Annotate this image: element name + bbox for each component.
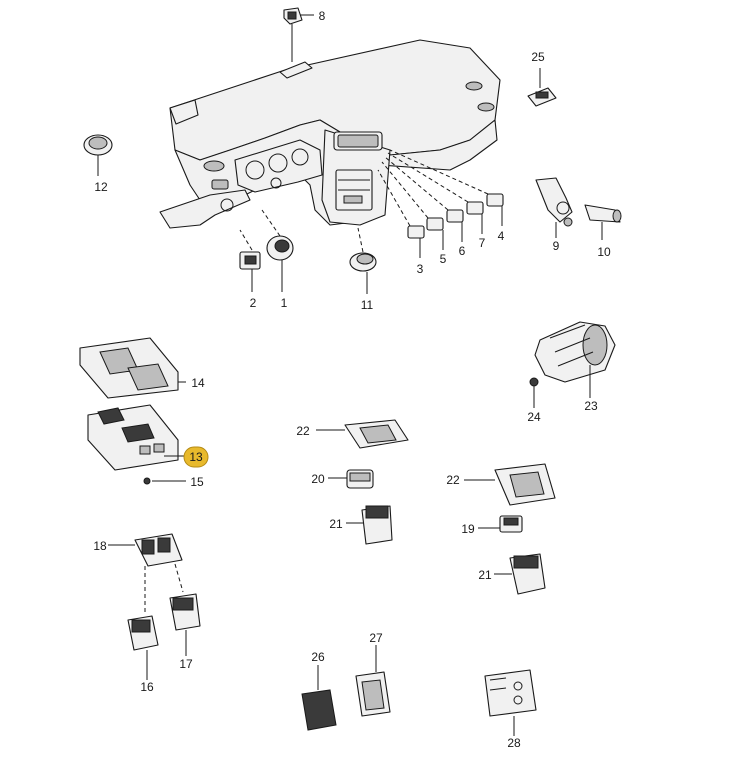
callout-21-center[interactable]: 21 [329, 517, 343, 531]
callout-25[interactable]: 25 [531, 50, 545, 64]
callout-5[interactable]: 5 [440, 252, 447, 266]
part-14-panel [79, 337, 179, 399]
part-10-lighter [584, 204, 622, 223]
callout-12[interactable]: 12 [94, 180, 108, 194]
callout-2[interactable]: 2 [250, 296, 257, 310]
callout-13-highlight[interactable]: 13 [183, 446, 209, 468]
callout-24[interactable]: 24 [527, 410, 541, 424]
callout-11[interactable]: 11 [361, 298, 374, 312]
part-12-knob [83, 134, 113, 156]
callout-22-right[interactable]: 22 [446, 473, 460, 487]
part-21-switch-right [509, 553, 546, 595]
part-9-ignition [535, 177, 573, 227]
callout-27[interactable]: 27 [369, 631, 383, 645]
part-2-switch [239, 251, 261, 270]
callout-15[interactable]: 15 [190, 475, 204, 489]
leader-lines [97, 14, 603, 736]
part-8-switch [283, 7, 303, 25]
dash-switches-3-7 [407, 193, 504, 239]
part-19-button [499, 515, 523, 533]
part-16-switch [127, 615, 159, 651]
part-26-cover [301, 689, 337, 731]
part-17-switch [169, 593, 201, 631]
part-13-switch-pack [87, 404, 179, 471]
callout-28[interactable]: 28 [507, 736, 521, 750]
callout-14[interactable]: 14 [191, 376, 205, 390]
callout-23[interactable]: 23 [584, 399, 598, 413]
dashboard-illustration [159, 39, 501, 229]
callout-22-center[interactable]: 22 [296, 424, 310, 438]
callout-9[interactable]: 9 [553, 239, 560, 253]
part-20-button [346, 469, 374, 489]
callout-7[interactable]: 7 [479, 236, 486, 250]
part-15-screw [143, 477, 151, 485]
callout-1[interactable]: 1 [281, 296, 288, 310]
callout-13[interactable]: 13 [189, 450, 203, 464]
part-28-switch-unit [484, 669, 537, 717]
part-1-knob [266, 235, 294, 261]
callout-26[interactable]: 26 [311, 650, 325, 664]
callout-labels: 1 2 3 4 5 6 7 8 9 10 11 12 13 14 15 16 1… [93, 9, 611, 750]
part-23-motor [534, 321, 616, 383]
part-11-knob [349, 252, 377, 272]
callout-6[interactable]: 6 [459, 244, 466, 258]
callout-4[interactable]: 4 [498, 229, 505, 243]
callout-10[interactable]: 10 [597, 245, 611, 259]
callout-18[interactable]: 18 [93, 539, 107, 553]
callout-17[interactable]: 17 [179, 657, 193, 671]
part-18-bezel [134, 533, 183, 567]
part-21-switch-center [361, 505, 393, 545]
callout-19[interactable]: 19 [461, 522, 475, 536]
part-22-bezel-right [494, 463, 556, 506]
callout-16[interactable]: 16 [140, 680, 154, 694]
callout-8[interactable]: 8 [319, 9, 326, 23]
part-24-screw [529, 377, 539, 387]
part-25-relay [527, 87, 557, 107]
highlight-marker [183, 446, 209, 468]
callout-20[interactable]: 20 [311, 472, 325, 486]
callout-3[interactable]: 3 [417, 262, 424, 276]
callout-21-right[interactable]: 21 [478, 568, 492, 582]
part-27-frame [355, 671, 391, 717]
part-22-bezel-center [344, 419, 409, 449]
